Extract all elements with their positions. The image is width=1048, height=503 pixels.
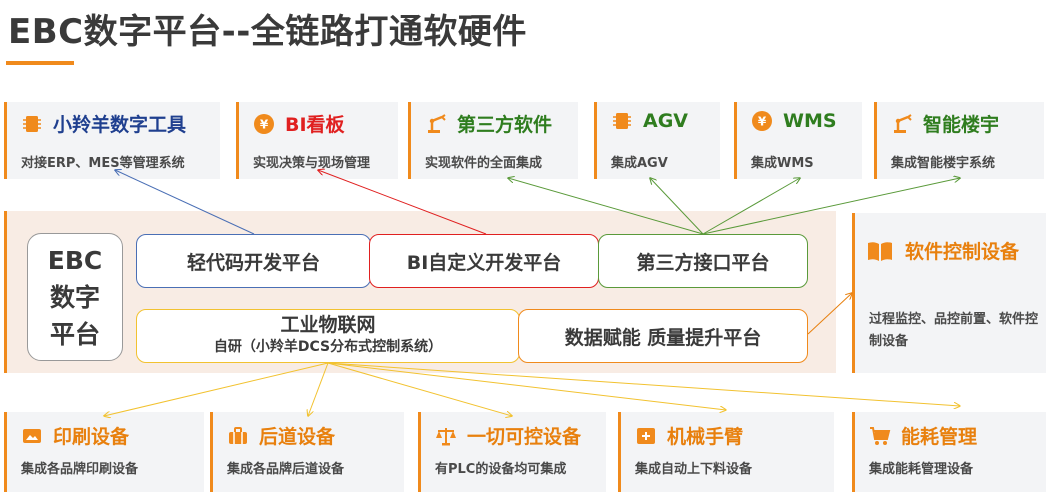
card-post-press-equipment[interactable]: 后道设备 集成各品牌后道设备 <box>210 412 404 492</box>
ebc-label-text: EBC 数字 平台 <box>47 245 103 349</box>
card-desc: 集成智能楼宇系统 <box>891 156 996 171</box>
card-desc: 对接ERP、MES等管理系统 <box>21 156 185 171</box>
card-desc: 集成能耗管理设备 <box>869 462 974 477</box>
page-title: EBC数字平台--全链路打通软硬件 <box>8 12 527 52</box>
card-printing-equipment[interactable]: 印刷设备 集成各品牌印刷设备 <box>4 412 204 492</box>
card-desc: 集成AGV <box>611 156 668 171</box>
luggage-icon <box>229 426 247 444</box>
chip-icon <box>23 115 41 132</box>
plus-box-icon <box>637 427 655 444</box>
robot-arm-icon <box>894 113 912 133</box>
card-name: 第三方软件 <box>457 114 553 136</box>
third-party-api-platform-box[interactable]: 第三方接口平台 <box>598 234 808 288</box>
ebc-platform-label: EBC 数字 平台 <box>27 233 123 361</box>
card-desc: 集成各品牌后道设备 <box>227 462 345 477</box>
card-wms[interactable]: ¥ WMS 集成WMS <box>734 102 862 179</box>
svg-text:¥: ¥ <box>260 117 269 131</box>
card-desc: 集成自动上下料设备 <box>635 462 753 477</box>
iiot-title: 工业物联网 <box>280 314 376 336</box>
card-desc: 实现决策与现场管理 <box>253 156 371 171</box>
card-xiaolingyang-tool[interactable]: 小羚羊数字工具 对接ERP、MES等管理系统 <box>4 102 220 179</box>
card-software-control-device[interactable]: 软件控制设备 过程监控、品控前置、软件控制设备 <box>852 213 1046 373</box>
scale-icon <box>436 427 456 445</box>
card-desc: 集成WMS <box>751 156 814 171</box>
card-name: WMS <box>783 110 837 132</box>
yen-coin-icon: ¥ <box>752 111 772 131</box>
card-name: 一切可控设备 <box>467 426 582 448</box>
iiot-subtitle: 自研（小羚羊DCS分布式控制系统） <box>213 339 443 355</box>
image-frame-icon <box>23 428 41 443</box>
card-name: 机械手臂 <box>667 426 744 448</box>
chip-icon <box>613 113 631 129</box>
title-underline <box>6 61 74 65</box>
card-name: 小羚羊数字工具 <box>53 114 187 136</box>
card-name: 印刷设备 <box>53 426 130 448</box>
card-energy-management[interactable]: 能耗管理 集成能耗管理设备 <box>852 412 1046 492</box>
card-name: 智能楼宇 <box>923 114 1000 136</box>
card-smart-building[interactable]: 智能楼宇 集成智能楼宇系统 <box>874 102 1044 179</box>
card-name: AGV <box>643 110 689 132</box>
card-desc: 有PLC的设备均可集成 <box>435 462 567 477</box>
book-icon <box>868 241 892 261</box>
yen-coin-icon: ¥ <box>254 113 274 134</box>
card-name: 软件控制设备 <box>905 241 1020 263</box>
card-name: 后道设备 <box>259 426 336 448</box>
data-quality-platform-box[interactable]: 数据赋能 质量提升平台 <box>518 309 808 363</box>
svg-text:¥: ¥ <box>758 115 767 129</box>
card-name: BI看板 <box>285 114 345 136</box>
card-robot-arm[interactable]: 机械手臂 集成自动上下料设备 <box>618 412 834 492</box>
card-desc: 过程监控、品控前置、软件控制设备 <box>869 312 1039 349</box>
card-name: 能耗管理 <box>901 426 978 448</box>
bi-custom-platform-box[interactable]: BI自定义开发平台 <box>369 234 599 288</box>
card-third-party-software[interactable]: 第三方软件 实现软件的全面集成 <box>408 102 578 179</box>
card-controllable-equipment[interactable]: 一切可控设备 有PLC的设备均可集成 <box>418 412 606 492</box>
card-desc: 实现软件的全面集成 <box>425 156 543 171</box>
low-code-platform-box[interactable]: 轻代码开发平台 <box>136 234 371 288</box>
card-bi-dashboard[interactable]: ¥ BI看板 实现决策与现场管理 <box>236 102 398 179</box>
iiot-platform-box[interactable]: 工业物联网 自研（小羚羊DCS分布式控制系统） <box>136 309 520 363</box>
card-desc: 集成各品牌印刷设备 <box>21 462 139 477</box>
cart-icon <box>870 426 891 445</box>
robot-arm-icon <box>428 113 446 133</box>
card-agv[interactable]: AGV 集成AGV <box>594 102 720 179</box>
